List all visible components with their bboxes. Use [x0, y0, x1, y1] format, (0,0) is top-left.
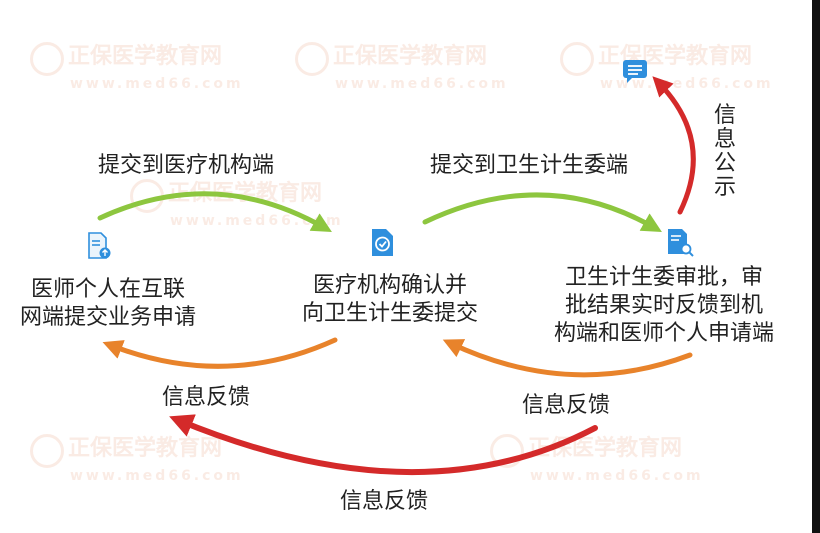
edge-label-feedback-3: 信息反馈 — [340, 489, 429, 514]
document-check-icon — [372, 229, 393, 256]
right-border — [812, 0, 820, 533]
edge-label-feedback-1: 信息反馈 — [162, 385, 251, 410]
message-list-icon — [623, 60, 647, 83]
watermark-logo-icon — [295, 41, 329, 76]
watermark-logo-icon — [490, 433, 524, 468]
edge-label-feedback-2: 信息反馈 — [522, 393, 611, 418]
node-doctor-label: 医师个人在互联 网端提交业务申请 — [19, 277, 196, 330]
watermark-logo-icon — [560, 41, 594, 76]
edge-label-info-public: 信息公示 — [713, 103, 736, 200]
document-upload-icon — [88, 232, 111, 259]
edge-label-submit-commission: 提交到卫生计生委端 — [430, 153, 629, 178]
arrow-feedback-2 — [442, 339, 693, 378]
watermark-logo-icon — [30, 433, 64, 468]
watermark-logo-icon — [30, 41, 64, 76]
arrow-feedback-3 — [169, 414, 598, 475]
arrow-feedback-1 — [102, 337, 338, 369]
document-search-icon — [668, 229, 694, 257]
node-commission-label: 卫生计生委审批，审 批结果实时反馈到机 构端和医师个人申请端 — [553, 265, 774, 346]
arrow-submit-institution — [97, 191, 332, 232]
edge-label-submit-institution: 提交到医疗机构端 — [98, 153, 275, 178]
node-institution-label: 医疗机构确认并 向卫生计生委提交 — [301, 273, 478, 326]
arrow-info-public — [652, 76, 696, 215]
arrow-submit-commission — [422, 192, 662, 232]
